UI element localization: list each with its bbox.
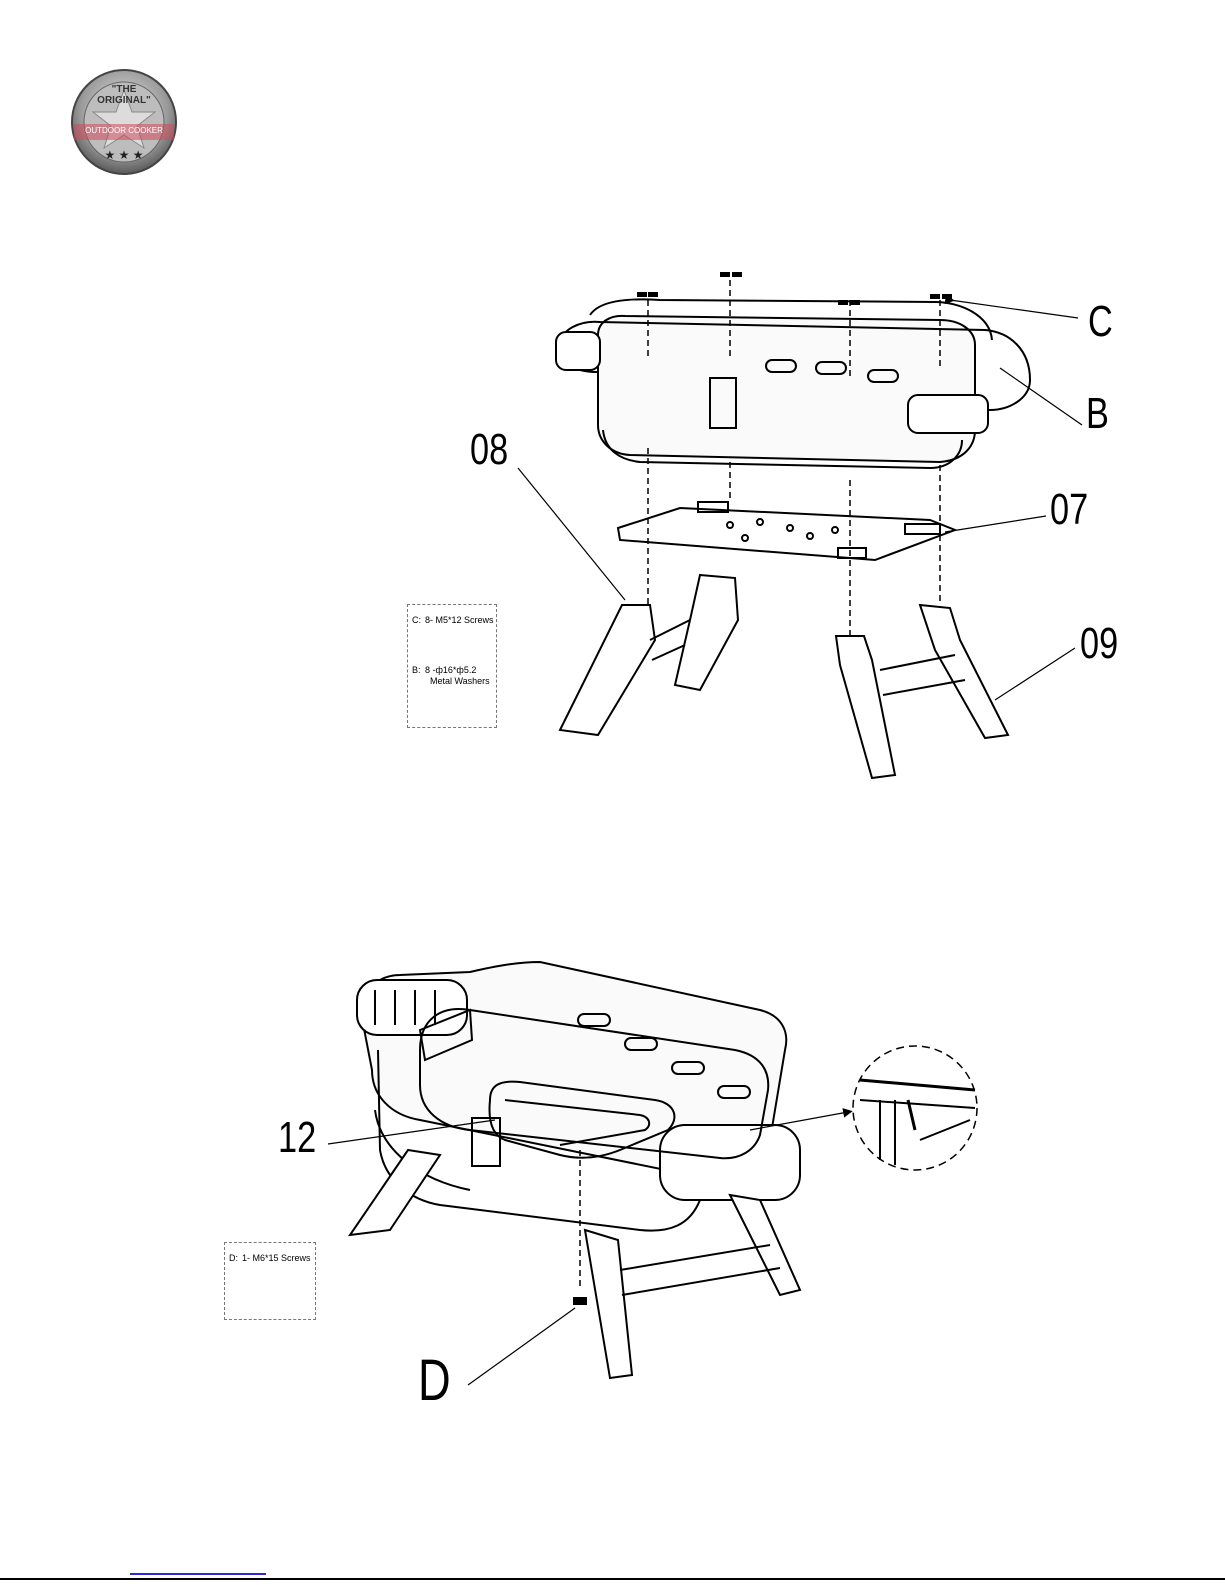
callout-c: C <box>1088 300 1113 344</box>
hardware-c-code: C: <box>412 615 421 625</box>
callout-d: D <box>418 1352 451 1410</box>
hardware-b-label: Metal Washers <box>430 676 490 686</box>
callout-part-09: 09 <box>1080 622 1118 666</box>
step2-hardware-box: D: 1- M6*15 Screws <box>224 1242 316 1320</box>
callout-part-08: 08 <box>470 428 508 472</box>
callout-b: B <box>1086 392 1109 436</box>
step1-drawing <box>518 272 1082 778</box>
footer-rule <box>0 1578 1225 1580</box>
callout-part-07: 07 <box>1050 488 1088 532</box>
step1-hardware-box: C: 8- M5*12 Screws B: 8 -ф16*ф5.2 Metal … <box>407 604 497 728</box>
hardware-c-label: 8- M5*12 Screws <box>425 615 494 625</box>
hardware-b-size: 8 -ф16*ф5.2 <box>425 665 476 675</box>
callout-part-12: 12 <box>278 1116 316 1160</box>
hardware-d-label: 1- M6*15 Screws <box>242 1253 311 1263</box>
logo-band-text: OUTDOOR COOKER <box>76 126 172 135</box>
logo-stars: ★ ★ ★ <box>94 148 154 162</box>
step2-drawing <box>328 962 977 1385</box>
hardware-d-code: D: <box>229 1253 238 1263</box>
footer-link-underline <box>130 1573 266 1575</box>
hardware-b-code: B: <box>412 665 421 675</box>
logo-arc-text: "THE ORIGINAL" <box>84 84 164 106</box>
